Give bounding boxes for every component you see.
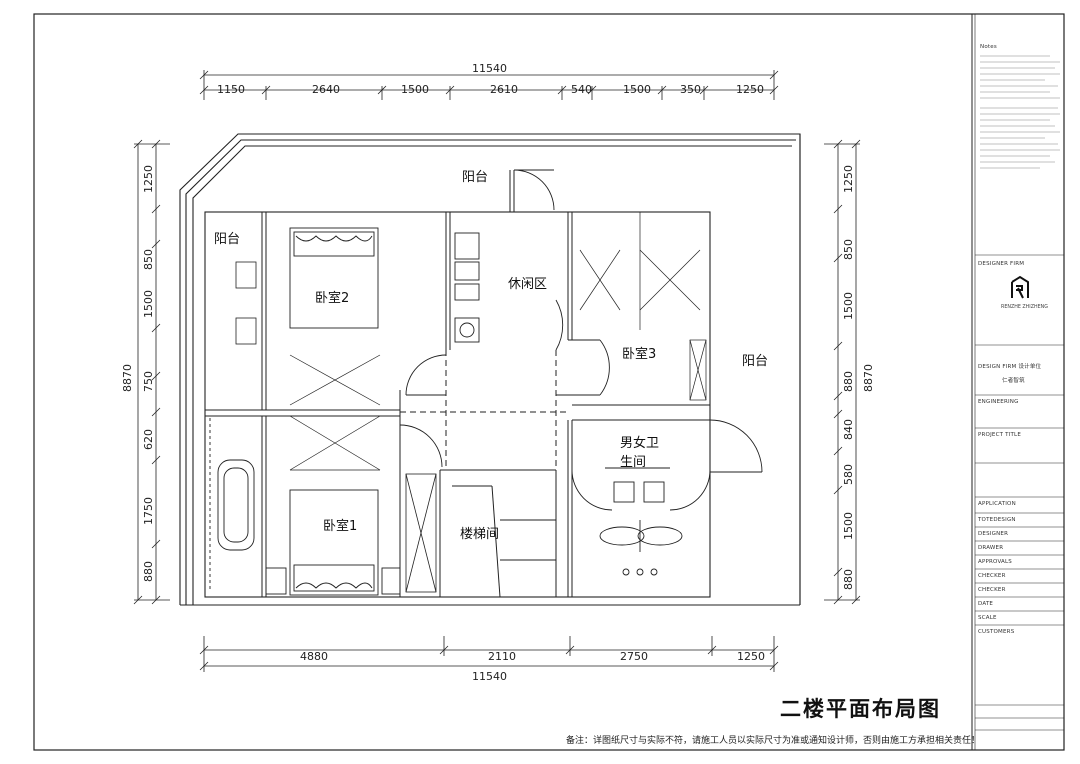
- svg-text:4880: 4880: [300, 650, 328, 663]
- svg-text:DATE: DATE: [978, 601, 993, 607]
- room-label-bedroom2: 卧室2: [315, 290, 349, 306]
- balcony-left-fixtures: [235, 261, 257, 345]
- left-dimensions: [133, 139, 170, 605]
- door-bathroom-right: [669, 469, 711, 511]
- svg-text:CHECKER: CHECKER: [978, 587, 1006, 593]
- svg-text:CHECKER: CHECKER: [978, 573, 1006, 579]
- svg-text:1500: 1500: [623, 83, 651, 96]
- door-bedroom2: [405, 354, 447, 396]
- top-ticks: [199, 70, 779, 100]
- door-bedroom3: [599, 339, 610, 396]
- room-label-bathroom-2: 生间: [620, 455, 646, 470]
- room-label-balcony-top: 阳台: [462, 170, 488, 185]
- tb-logo-text: RENZHE ZHIZHENG: [1001, 304, 1048, 310]
- door-balcony-right: [709, 419, 763, 473]
- tb-engineering: ENGINEERING: [978, 399, 1019, 405]
- svg-text:1500: 1500: [842, 512, 855, 540]
- bed-bedroom2: [289, 227, 379, 329]
- tb-fields: APPLICATION TOTEDESIGN DESIGNER DRAWER A…: [975, 501, 1064, 635]
- room-label-balcony-right: 阳台: [742, 354, 768, 369]
- right-dimensions: [824, 139, 861, 605]
- tb-design-firm: DESIGN FIRM 设计单位: [978, 362, 1042, 370]
- bathroom-fixtures: [599, 467, 683, 576]
- svg-text:2610: 2610: [490, 83, 518, 96]
- svg-text:APPROVALS: APPROVALS: [978, 559, 1012, 565]
- svg-text:1150: 1150: [217, 83, 245, 96]
- room-label-bedroom1: 卧室1: [323, 518, 357, 534]
- room-label-stairwell: 楼梯间: [460, 527, 499, 542]
- svg-text:1250: 1250: [142, 165, 155, 193]
- svg-text:TOTEDESIGN: TOTEDESIGN: [977, 517, 1016, 523]
- svg-text:880: 880: [842, 569, 855, 590]
- interior-walls: [205, 170, 710, 598]
- top-dimensions: [199, 70, 779, 100]
- tb-design-firm-value: 仁者智筑: [1002, 376, 1025, 384]
- svg-text:880: 880: [142, 561, 155, 582]
- door-bedroom1: [399, 424, 443, 468]
- svg-text:1500: 1500: [842, 292, 855, 320]
- drawing-title: 二楼平面布局图: [780, 697, 941, 721]
- svg-text:350: 350: [680, 83, 701, 96]
- tb-notes-header: Notes: [980, 44, 997, 50]
- svg-text:2750: 2750: [620, 650, 648, 663]
- svg-text:540: 540: [571, 83, 592, 96]
- tb-designer-firm: DESIGNER FIRM: [978, 261, 1024, 267]
- svg-text:620: 620: [142, 429, 155, 450]
- wardrobe-bedroom1: [289, 354, 381, 471]
- door-leisure: [555, 299, 564, 351]
- room-label-balcony-left: 阳台: [214, 232, 240, 247]
- svg-text:1250: 1250: [842, 165, 855, 193]
- room-label-bathroom-1: 男女卫: [620, 435, 659, 451]
- firm-logo: [1011, 275, 1029, 299]
- svg-text:850: 850: [842, 239, 855, 260]
- door-bathroom-left: [571, 469, 613, 511]
- tb-project-title: PROJECT TITLE: [978, 432, 1021, 438]
- svg-text:1750: 1750: [142, 497, 155, 525]
- right-total-dim: 8870: [862, 364, 875, 392]
- left-total-dim: 8870: [121, 364, 134, 392]
- door-balcony-top: [513, 169, 555, 211]
- svg-text:850: 850: [142, 249, 155, 270]
- room-label-bedroom3: 卧室3: [622, 346, 656, 362]
- svg-text:1250: 1250: [736, 83, 764, 96]
- svg-text:1500: 1500: [401, 83, 429, 96]
- svg-text:DESIGNER: DESIGNER: [978, 531, 1008, 537]
- room-label-leisure: 休闲区: [508, 277, 547, 292]
- left-dim-labels: 8870 1250 850 1500 750 620 1750 880: [121, 165, 155, 582]
- right-dim-labels: 8870 1250 850 1500 880 840 580 1500 880: [842, 165, 875, 590]
- top-total-dim: 11540: [472, 62, 507, 75]
- svg-text:CUSTOMERS: CUSTOMERS: [978, 629, 1015, 635]
- svg-text:2110: 2110: [488, 650, 516, 663]
- svg-text:750: 750: [142, 371, 155, 392]
- svg-text:2640: 2640: [312, 83, 340, 96]
- outer-walls: [179, 133, 801, 606]
- leisure-fixtures: [454, 232, 480, 343]
- bottom-total-dim: 11540: [472, 670, 507, 683]
- footer-note: 备注：详图纸尺寸与实际不符，请施工人员以实际尺寸为准或通知设计师，否则由施工方承…: [566, 736, 981, 746]
- bottom-dimensions: [199, 636, 779, 672]
- bottom-segment-labels: 4880 2110 2750 1250: [300, 650, 765, 663]
- svg-text:580: 580: [842, 464, 855, 485]
- svg-text:SCALE: SCALE: [978, 615, 997, 621]
- svg-text:840: 840: [842, 419, 855, 440]
- top-segment-labels: 1150 2640 1500 2610 540 1500 350 1250: [217, 83, 764, 96]
- svg-text:880: 880: [842, 371, 855, 392]
- bed-bedroom1: [265, 489, 401, 596]
- svg-text:DRAWER: DRAWER: [978, 545, 1003, 551]
- svg-text:1250: 1250: [737, 650, 765, 663]
- closet-stair: [405, 473, 437, 593]
- bathtub: [209, 418, 255, 590]
- svg-text:1500: 1500: [142, 290, 155, 318]
- svg-text:APPLICATION: APPLICATION: [978, 501, 1016, 507]
- sheet-border: [33, 13, 1065, 751]
- wardrobe-bedroom3: [579, 212, 707, 401]
- title-block: Notes DESIGNER FIRM RENZHE ZHIZHENG DESI…: [975, 44, 1064, 731]
- doors: [399, 169, 763, 511]
